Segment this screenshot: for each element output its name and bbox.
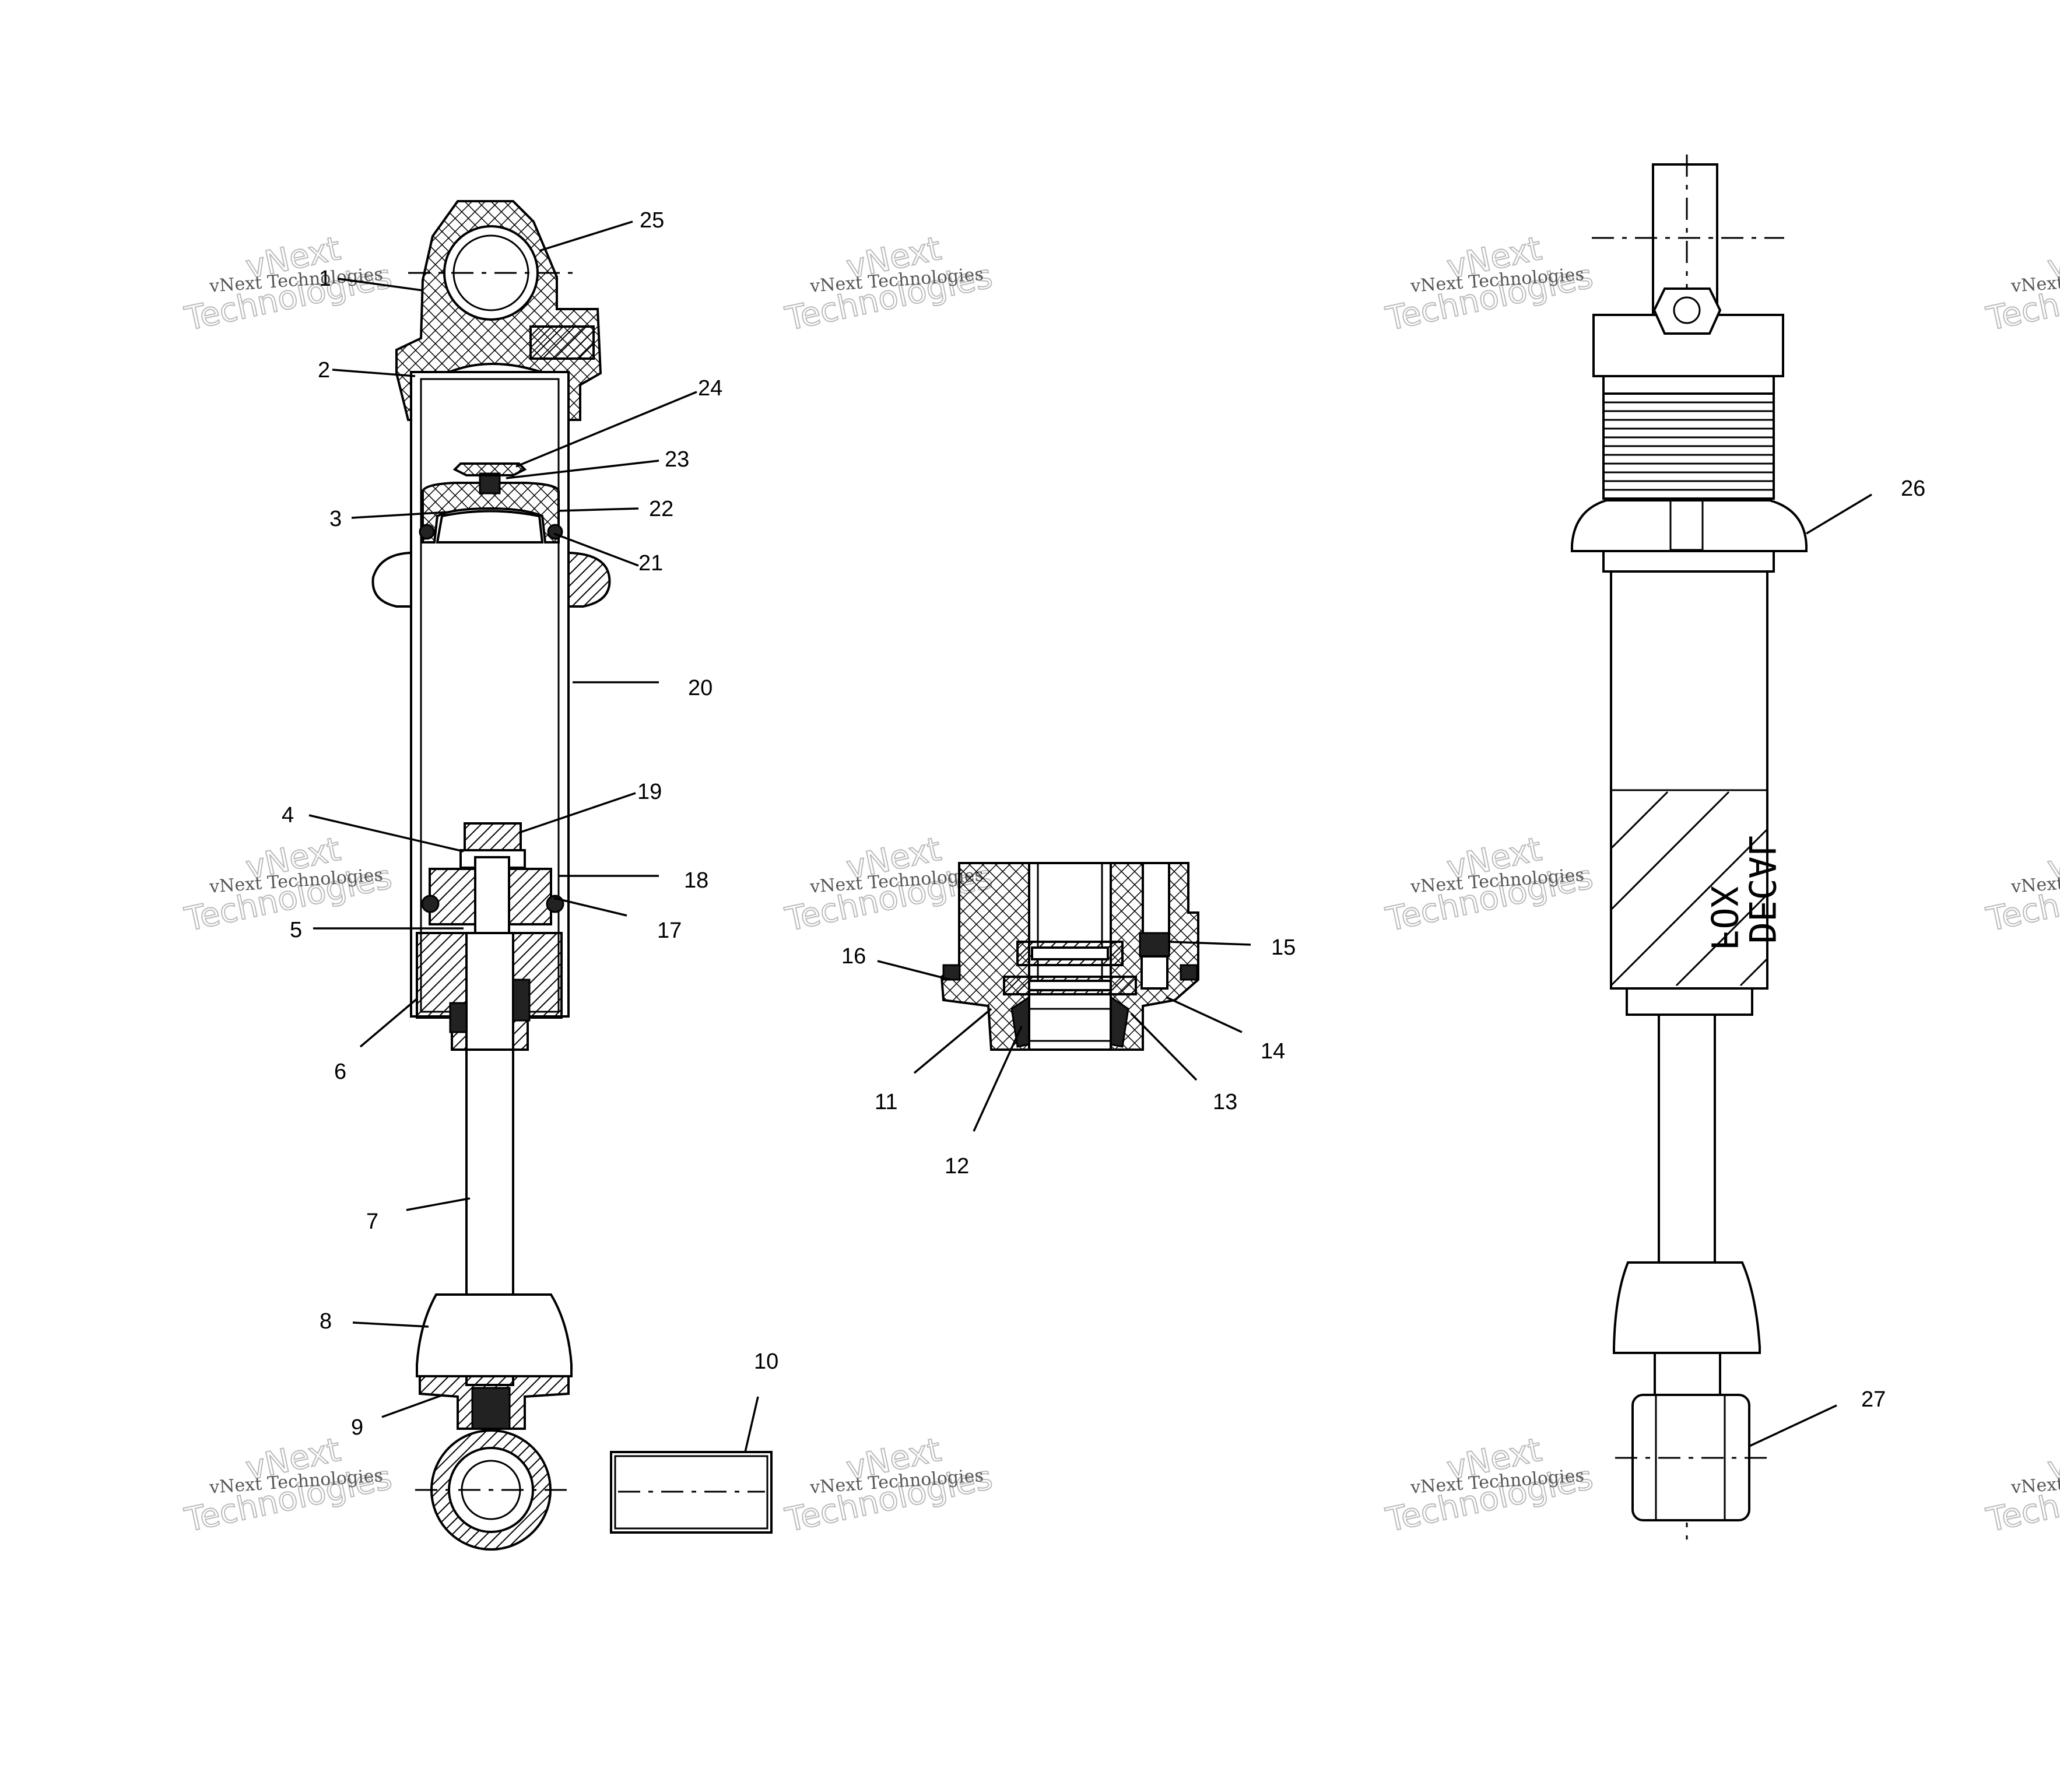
piston-cup [436, 510, 544, 543]
piston-nut [464, 822, 522, 851]
callout-labels: 25 1 2 24 23 22 21 3 20 19 4 18 17 5 6 7… [282, 208, 1925, 1440]
assembled-retainer-ring [1602, 550, 1775, 573]
callout-6: 6 [334, 1060, 346, 1084]
callout-25: 25 [640, 208, 664, 233]
assembled-decal-area [1610, 791, 1768, 987]
watermark: Technologies vNext vNext Technologies [1982, 1430, 2060, 1540]
callout-10: 10 [754, 1349, 778, 1374]
shock-assembled-view: DECAL FOX [1571, 155, 1808, 1539]
callout-16: 16 [841, 944, 866, 969]
detail-valve-stem [1140, 955, 1168, 990]
seal-bushing-left [449, 1002, 468, 1033]
piston-cap [452, 462, 527, 476]
eyelet-sleeve-inner [614, 1455, 768, 1530]
detail-valve [1139, 932, 1170, 958]
callout-19: 19 [637, 780, 662, 804]
callout-2: 2 [318, 358, 330, 383]
callout-4: 4 [282, 803, 294, 827]
spring-retainer-left [371, 551, 412, 608]
watermark: Technologies vNext vNext Technologies [1982, 229, 2060, 339]
watermark: Technologies vNext vNext Technologies [1382, 229, 1596, 339]
callout-11: 11 [875, 1090, 897, 1114]
watermark: Technologies vNext vNext Technologies [181, 830, 395, 939]
watermark: Technologies vNext vNext Technologies [781, 1430, 996, 1540]
callout-26: 26 [1901, 476, 1925, 501]
assembled-eyelet-neck [1654, 1352, 1721, 1396]
callout-20: 20 [688, 676, 713, 700]
watermark: Technologies vNext vNext Technologies [1382, 830, 1596, 939]
assembled-cap-bolt [1673, 296, 1701, 324]
assembled-lower-cap [1626, 987, 1753, 1016]
callout-1: 1 [319, 266, 331, 291]
piston-bore [474, 856, 510, 937]
callout-14: 14 [1261, 1039, 1285, 1064]
callout-12: 12 [945, 1154, 969, 1179]
callout-27: 27 [1861, 1387, 1886, 1412]
assembled-thread-lines [1602, 392, 1775, 500]
callout-7: 7 [366, 1209, 378, 1234]
lower-eyelet-thread [471, 1387, 511, 1430]
callout-17: 17 [657, 918, 682, 943]
callout-23: 23 [665, 447, 689, 472]
shock-cutaway-view [371, 200, 773, 1551]
seal-head-detail-view [940, 862, 1199, 1051]
decal-text-line2: FOX [1703, 886, 1745, 951]
callout-9: 9 [351, 1415, 363, 1440]
callout-18: 18 [684, 868, 708, 893]
callout-3: 3 [329, 507, 342, 531]
piston-valve [479, 472, 501, 495]
assembled-cap-nut [1652, 287, 1722, 335]
piston-ring-left [421, 895, 440, 913]
assembled-spring-retainer [1571, 499, 1808, 552]
assembled-body [1610, 570, 1768, 990]
assembled-bump-stop [1613, 1261, 1761, 1354]
spring-retainer-right [567, 551, 611, 608]
detail-bushing-gap [1028, 980, 1112, 991]
assembled-preload-collar [1602, 375, 1775, 395]
callout-13: 13 [1213, 1090, 1237, 1114]
callout-5: 5 [290, 918, 302, 942]
watermark: Technologies vNext vNext Technologies [1982, 830, 2060, 939]
watermark: Technologies vNext vNext Technologies [1382, 1430, 1596, 1540]
seal-head-bore [465, 932, 514, 1051]
piston-oring-left [419, 524, 435, 540]
callout-22: 22 [649, 497, 673, 521]
leader-lines [308, 220, 1872, 1453]
callout-8: 8 [320, 1309, 332, 1334]
assembled-lower-shaft [1658, 1014, 1716, 1267]
eyelet-set-screw [529, 325, 595, 360]
callout-21: 21 [638, 551, 663, 576]
detail-upper-seal-gap [1031, 946, 1109, 960]
decal-text-line1: DECAL [1740, 835, 1783, 944]
seal-bushing-right [512, 979, 531, 1022]
bump-stop [416, 1293, 573, 1377]
watermark: Technologies vNext vNext Technologies [181, 229, 395, 339]
callout-15: 15 [1271, 935, 1296, 960]
callout-24: 24 [698, 376, 722, 401]
watermark: Technologies vNext vNext Technologies [781, 229, 996, 339]
detail-oring-right [1180, 964, 1198, 981]
detail-oring-left [942, 964, 961, 981]
floating-piston [422, 482, 560, 543]
